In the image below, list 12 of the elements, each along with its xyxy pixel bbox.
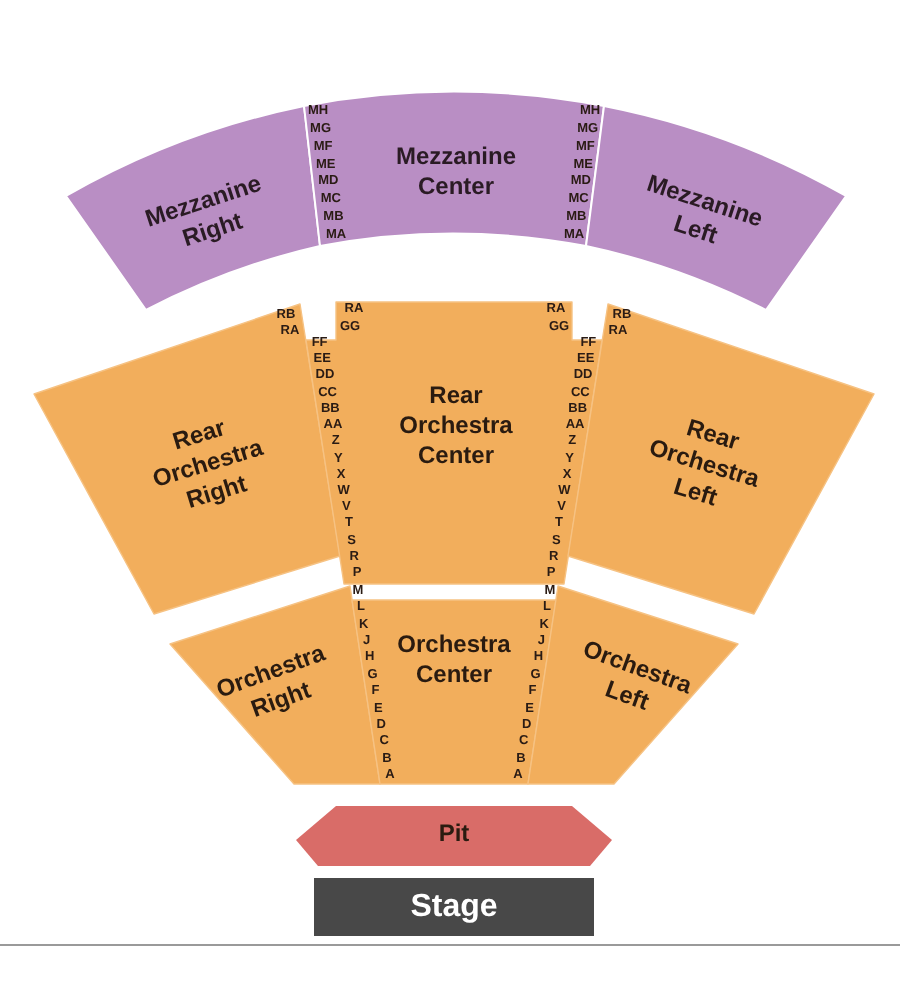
seating-section <box>170 586 380 784</box>
seating-section <box>304 94 604 246</box>
seating-section <box>306 302 602 584</box>
stage-label: Stage <box>408 888 500 928</box>
seating-section <box>352 600 556 784</box>
section-name: Rear Orchestra Center <box>397 381 515 471</box>
pit-area <box>296 806 612 866</box>
stage-area <box>314 878 594 936</box>
section-name: Orchestra Center <box>395 630 513 690</box>
section-name: Pit <box>436 819 472 849</box>
section-name: Mezzanine Center <box>393 142 518 202</box>
seating-section <box>528 586 738 784</box>
